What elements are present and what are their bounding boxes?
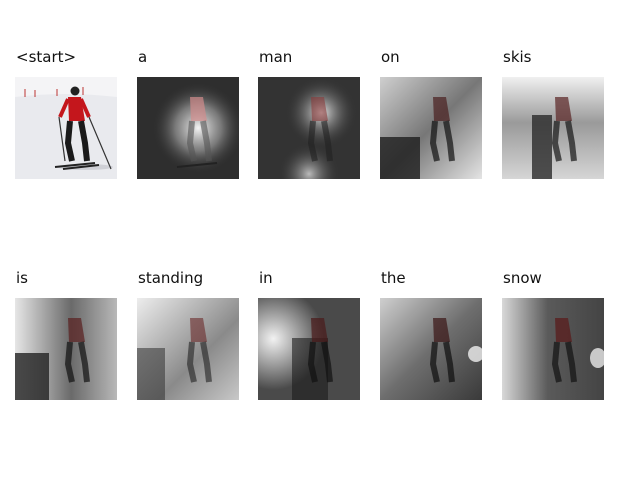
panel-word: skis (503, 48, 532, 66)
attention-map-is (15, 298, 117, 400)
panel-word: <start> (16, 48, 77, 66)
panel-word: in (259, 269, 273, 287)
panel-word: a (138, 48, 148, 66)
attention-map-skis (502, 77, 604, 179)
panel-word: snow (503, 269, 542, 287)
attention-map-on (380, 77, 482, 179)
attention-map-standing (137, 298, 239, 400)
attention-map-a (137, 77, 239, 179)
panel-word: the (381, 269, 406, 287)
panel-word: on (381, 48, 400, 66)
attention-map-the (380, 298, 482, 400)
attention-map-snow (502, 298, 604, 400)
panel-word: standing (138, 269, 204, 287)
panel-word: is (16, 269, 28, 287)
panel-word: man (259, 48, 293, 66)
attention-map-man (258, 77, 360, 179)
skier-image (15, 77, 117, 179)
attention-map-in (258, 298, 360, 400)
